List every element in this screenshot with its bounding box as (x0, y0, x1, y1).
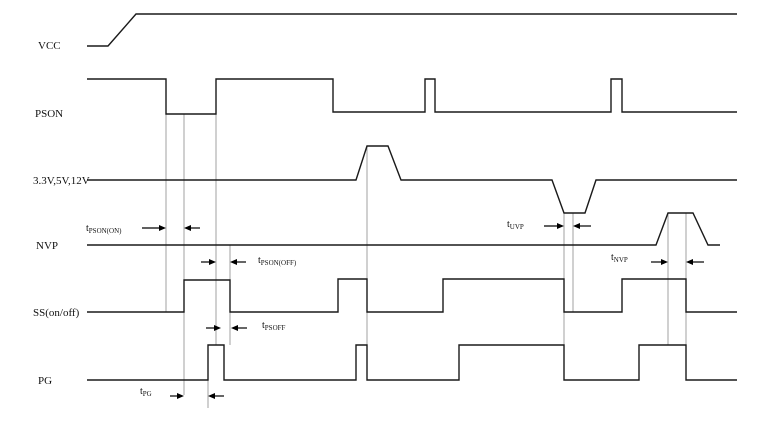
timing-arrows (142, 223, 704, 399)
pg-waveform (87, 344, 737, 381)
timing-subscript: NVP (614, 256, 628, 264)
timing-label-pg: tPG (140, 386, 152, 398)
signal-label-ss: SS(on/off) (33, 307, 80, 319)
timing-base: t (258, 255, 261, 266)
signal-labels: VCC PSON 3.3V,5V,12V NVP SS(on/off) PG (33, 40, 90, 387)
timing-label-uvp: tUVP (507, 219, 524, 231)
timing-label-pson-on: tPSON(ON) (86, 223, 122, 235)
ss-waveform (87, 278, 737, 313)
arrowhead (184, 225, 191, 231)
arrowhead (557, 223, 564, 229)
timing-base: t (86, 223, 89, 234)
waveforms (87, 13, 737, 381)
arrowhead (214, 325, 221, 331)
pson-waveform (87, 78, 737, 115)
timing-label-psoff: tPSOFF (262, 320, 286, 332)
signal-label-rail: 3.3V,5V,12V (33, 175, 90, 187)
arrowhead (159, 225, 166, 231)
signal-label-nvp: NVP (36, 240, 58, 252)
timing-subscript: PSON(OFF) (261, 259, 297, 267)
timing-subscript: PSOFF (265, 324, 286, 332)
arrowhead (208, 393, 215, 399)
arrowhead (209, 259, 216, 265)
arrowhead (230, 259, 237, 265)
signal-label-pson: PSON (35, 108, 63, 120)
vcc-waveform (87, 13, 737, 47)
rail-waveform (87, 145, 737, 214)
guide-lines (165, 114, 687, 408)
nvp-waveform (87, 212, 720, 246)
timing-subscript: UVP (510, 223, 524, 231)
timing-subscript: PSON(ON) (89, 227, 122, 235)
arrowhead (231, 325, 238, 331)
timing-subscript: PG (143, 390, 152, 398)
signal-label-pg: PG (38, 375, 52, 387)
timing-base: t (611, 252, 614, 263)
signal-label-vcc: VCC (38, 40, 61, 52)
arrowhead (661, 259, 668, 265)
arrowhead (686, 259, 693, 265)
timing-label-nvp: tNVP (611, 252, 628, 264)
arrowhead (177, 393, 184, 399)
timing-base: t (140, 386, 143, 397)
timing-labels: tPSON(ON) tPSON(OFF) tPSOFF tPG tUVP tNV… (86, 219, 628, 398)
timing-label-pson-off: tPSON(OFF) (258, 255, 297, 267)
arrowhead (573, 223, 580, 229)
timing-base: t (262, 320, 265, 331)
timing-base: t (507, 219, 510, 230)
